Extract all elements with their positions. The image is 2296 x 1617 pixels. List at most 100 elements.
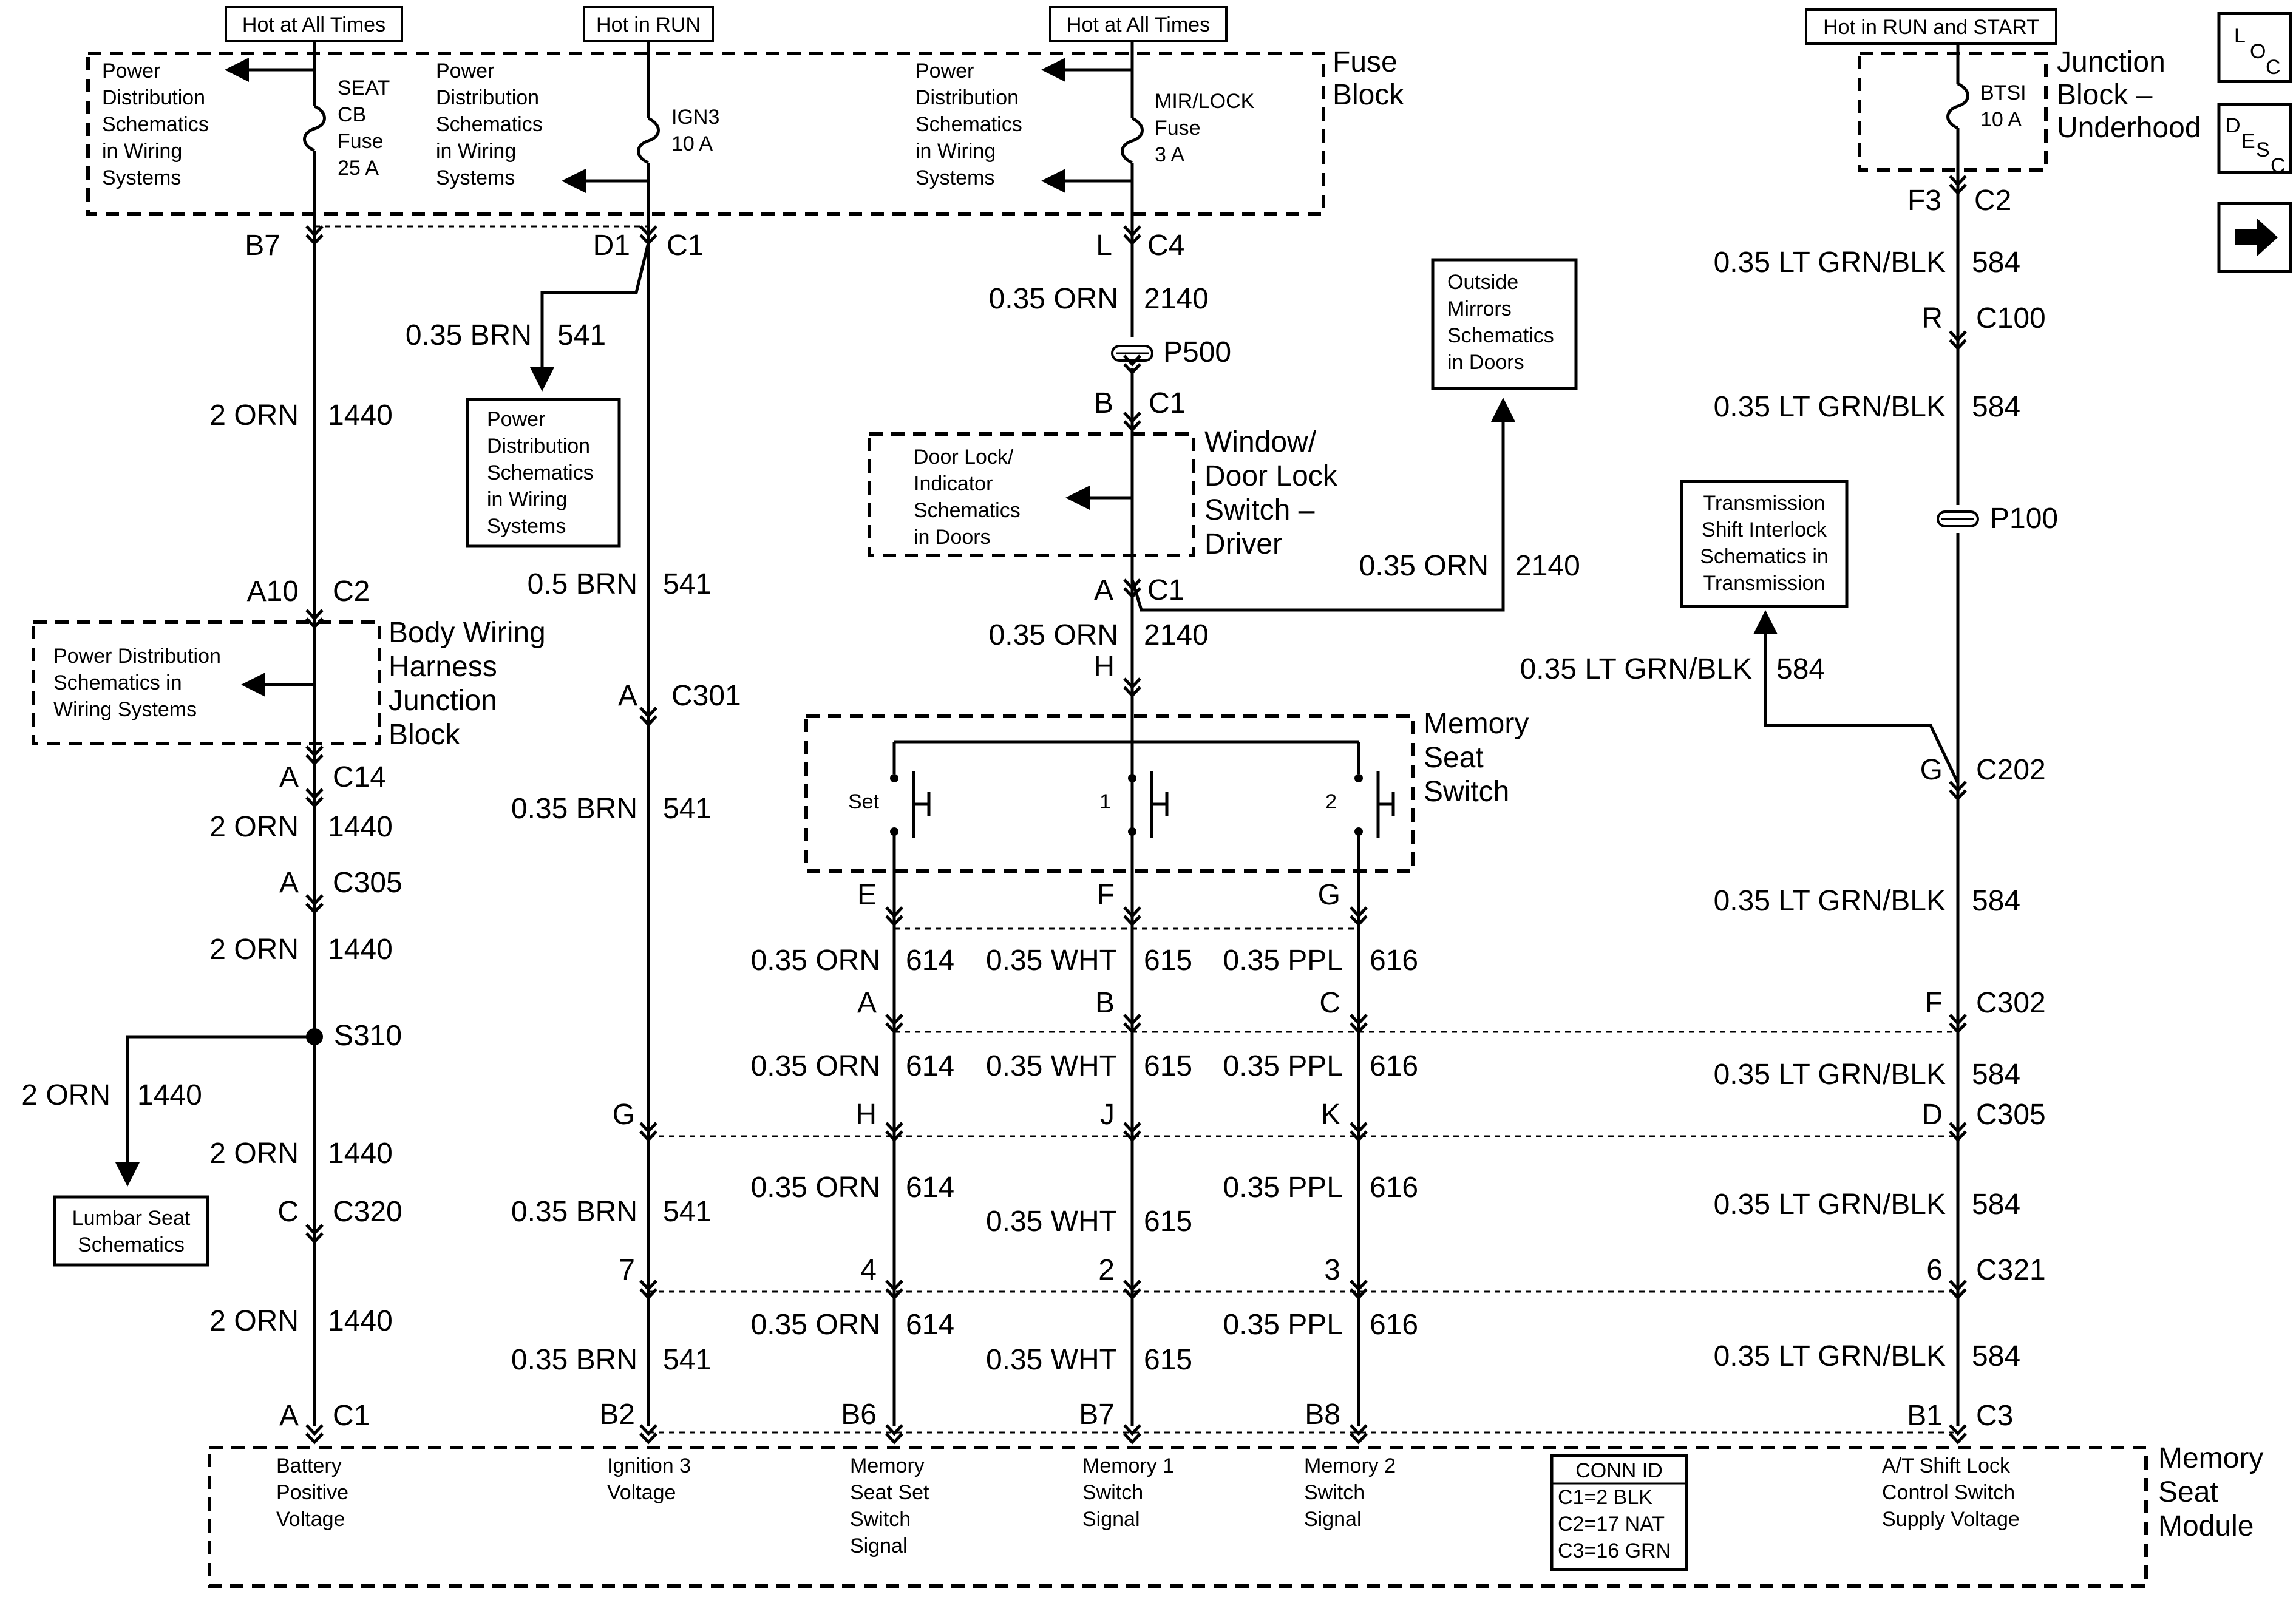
svg-text:615: 615 [1144, 1205, 1192, 1238]
connector-chevron [1123, 578, 1141, 599]
desc-button[interactable]: D E S C [2217, 103, 2292, 177]
svg-text:in Wiring: in Wiring [102, 140, 182, 163]
header-text: Hot at All Times [242, 13, 385, 36]
connector-chevron [1350, 1014, 1368, 1034]
lumbar-seat-schematics-box[interactable]: Lumbar Seat Schematics [53, 1195, 209, 1267]
connector-chevron [1123, 354, 1141, 375]
svg-text:C202: C202 [1976, 754, 2046, 786]
svg-text:0.35 LT GRN/BLK: 0.35 LT GRN/BLK [1714, 391, 1946, 423]
hot-in-run-header: Hot in RUN [583, 6, 714, 42]
svg-text:0.35 LT GRN/BLK: 0.35 LT GRN/BLK [1520, 653, 1752, 685]
svg-text:1440: 1440 [328, 934, 393, 966]
transmission-shift-interlock-box[interactable]: Transmission Shift Interlock Schematics … [1680, 480, 1849, 608]
svg-text:615: 615 [1144, 1050, 1192, 1082]
svg-text:0.35 ORN: 0.35 ORN [751, 1309, 880, 1341]
pd-label-mirlock: Power Distribution Schematics in Wiring … [915, 59, 1022, 189]
svg-text:584: 584 [1972, 885, 2020, 917]
svg-text:Distribution: Distribution [487, 435, 590, 458]
connector-chevron [1350, 906, 1368, 927]
loc-button[interactable]: L O C [2217, 12, 2292, 83]
window-switch-outline [868, 432, 1195, 557]
svg-text:Voltage: Voltage [607, 1481, 676, 1504]
switch-set-label: Set [848, 790, 880, 813]
btsi-fuse: BTSI 10 A [1946, 45, 2026, 176]
svg-text:C100: C100 [1976, 302, 2046, 334]
svg-text:Systems: Systems [436, 166, 515, 189]
connector-chevron [1949, 1280, 1967, 1300]
conn-id-table: CONN ID C1=2 BLK C2=17 NAT C3=16 GRN [1550, 1454, 1688, 1571]
svg-text:0.35 LT GRN/BLK: 0.35 LT GRN/BLK [1714, 1188, 1946, 1221]
svg-text:Ignition 3: Ignition 3 [607, 1454, 691, 1477]
connector-chevron [1949, 1424, 1967, 1445]
svg-text:3 A: 3 A [1155, 143, 1184, 166]
svg-text:0.35 BRN: 0.35 BRN [511, 793, 637, 825]
svg-text:C1: C1 [1149, 387, 1186, 419]
body-junction-pd-label: Power Distribution Schematics in Wiring … [53, 645, 221, 721]
svg-text:C321: C321 [1976, 1254, 2046, 1286]
connector-chevron [305, 1424, 324, 1445]
svg-text:Memory 1: Memory 1 [1082, 1454, 1174, 1477]
svg-text:B1: B1 [1907, 1400, 1943, 1432]
svg-text:0.35 PPL: 0.35 PPL [1223, 1171, 1343, 1204]
svg-text:CONN ID: CONN ID [1575, 1459, 1663, 1482]
svg-text:Positive: Positive [276, 1481, 348, 1504]
svg-text:C301: C301 [671, 680, 741, 712]
svg-text:Door Lock/: Door Lock/ [914, 446, 1014, 469]
svg-text:BTSI: BTSI [1980, 81, 2026, 104]
svg-text:Switch: Switch [1082, 1481, 1143, 1504]
circuit-541 [530, 222, 650, 1426]
arrow-right-icon [2235, 219, 2278, 256]
svg-text:2: 2 [1098, 1254, 1115, 1286]
svg-text:541: 541 [557, 319, 606, 351]
svg-text:in Doors: in Doors [1447, 351, 1524, 374]
svg-text:A10: A10 [247, 575, 299, 608]
svg-text:Battery: Battery [276, 1454, 342, 1477]
pd-label-seat: Power Distribution Schematics in Wiring … [102, 59, 209, 189]
svg-text:615: 615 [1144, 944, 1192, 977]
svg-text:6: 6 [1926, 1254, 1943, 1286]
connector-chevron [305, 1224, 324, 1244]
hot-at-all-times-header-2: Hot at All Times [1049, 6, 1228, 42]
nav-letter: O [2250, 40, 2266, 63]
next-page-button[interactable] [2217, 202, 2292, 273]
svg-text:H: H [855, 1099, 877, 1131]
svg-text:C305: C305 [1976, 1099, 2046, 1131]
memory-module-label: Memory [2158, 1442, 2263, 1474]
svg-text:Systems: Systems [487, 515, 566, 538]
svg-text:Power: Power [487, 408, 545, 431]
svg-text:C1: C1 [333, 1400, 370, 1432]
connector-chevron [885, 1014, 903, 1034]
nav-letter: L [2234, 24, 2246, 47]
svg-text:Systems: Systems [915, 166, 994, 189]
svg-text:584: 584 [1972, 246, 2020, 279]
svg-text:R: R [1921, 302, 1943, 334]
connector-chevron [885, 906, 903, 927]
svg-text:Schematics: Schematics [914, 499, 1021, 522]
svg-text:B8: B8 [1305, 1398, 1340, 1431]
pin-memory-set-signal: Memory Seat Set Switch Signal [850, 1454, 929, 1558]
svg-text:584: 584 [1972, 1188, 2020, 1221]
fuse-icon [1121, 117, 1144, 164]
svg-text:C: C [277, 1196, 299, 1228]
svg-text:584: 584 [1776, 653, 1825, 685]
svg-text:B2: B2 [599, 1398, 635, 1431]
svg-text:0.35 ORN: 0.35 ORN [1359, 550, 1489, 582]
svg-text:B7: B7 [245, 229, 280, 262]
svg-text:Lumbar Seat: Lumbar Seat [72, 1207, 191, 1230]
svg-text:Door Lock: Door Lock [1204, 460, 1338, 492]
svg-text:Driver: Driver [1204, 528, 1282, 560]
svg-text:CB: CB [338, 103, 366, 126]
connector-chevron [1949, 175, 1967, 195]
svg-text:7: 7 [619, 1254, 635, 1286]
svg-text:3: 3 [1324, 1254, 1340, 1286]
svg-text:Outside: Outside [1447, 271, 1518, 294]
svg-text:2 ORN: 2 ORN [209, 934, 299, 966]
connector-symbols [305, 175, 1967, 1445]
pd-schematics-box-brn[interactable]: Power Distribution Schematics in Wiring … [466, 398, 621, 548]
svg-text:C3=16 GRN: C3=16 GRN [1558, 1539, 1671, 1562]
connector-chevron [639, 707, 657, 727]
svg-text:in Wiring: in Wiring [487, 488, 567, 511]
outside-mirrors-schematics-box[interactable]: Outside Mirrors Schematics in Doors [1431, 258, 1578, 390]
svg-text:Schematics in: Schematics in [1700, 545, 1829, 568]
